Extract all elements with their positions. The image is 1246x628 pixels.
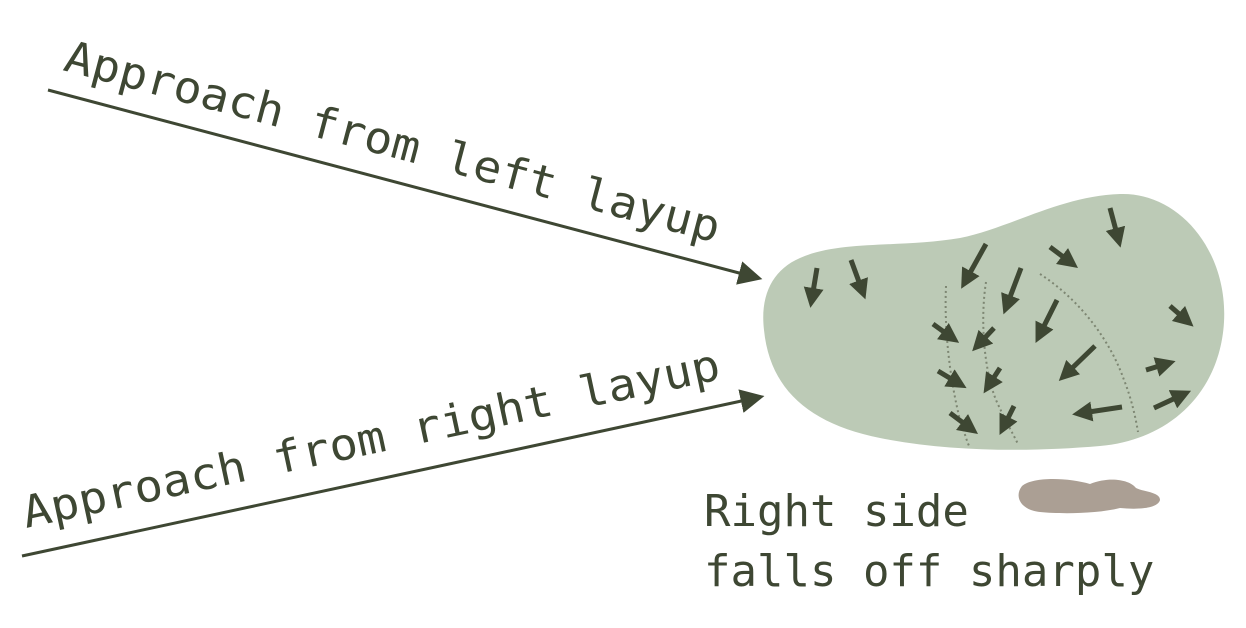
- note-line-1: Right side: [704, 486, 969, 537]
- arrow-icon: [931, 321, 960, 343]
- arrow-icon: [1152, 390, 1192, 411]
- contour-lines: [944, 273, 1139, 449]
- arrow-icon: [848, 259, 868, 300]
- putting-green: [763, 193, 1225, 450]
- arrow-icon: [1048, 245, 1078, 268]
- contour-line: [1039, 273, 1139, 433]
- arrow-icon: [972, 326, 996, 352]
- right-side-note: Right side falls off sharply: [704, 482, 1154, 602]
- arrow-icon: [948, 411, 978, 434]
- left-layup-label: Approach from left layup: [59, 31, 726, 253]
- arrow-icon: [1035, 298, 1060, 343]
- right-layup-approach-line: [21, 389, 765, 558]
- arrow-icon: [1145, 357, 1176, 377]
- arrow-icon: [1072, 401, 1123, 422]
- arrow-icon: [1168, 304, 1194, 327]
- arrow-icon: [999, 404, 1018, 435]
- arrow-icon: [936, 368, 967, 389]
- arrow-icon: [961, 242, 989, 289]
- note-line-2: falls off sharply: [704, 546, 1155, 597]
- left-layup-approach-line: [47, 88, 763, 285]
- arrow-icon: [1058, 344, 1097, 381]
- slope-arrows: [803, 207, 1194, 435]
- right-layup-label: Approach from right layup: [18, 340, 725, 539]
- arrow-icon: [1001, 267, 1024, 315]
- bunker-shape: [1018, 479, 1160, 514]
- arrow-icon: [803, 267, 824, 308]
- arrow-icon: [983, 366, 1003, 394]
- arrow-icon: [1105, 207, 1126, 248]
- contour-line: [982, 281, 1019, 445]
